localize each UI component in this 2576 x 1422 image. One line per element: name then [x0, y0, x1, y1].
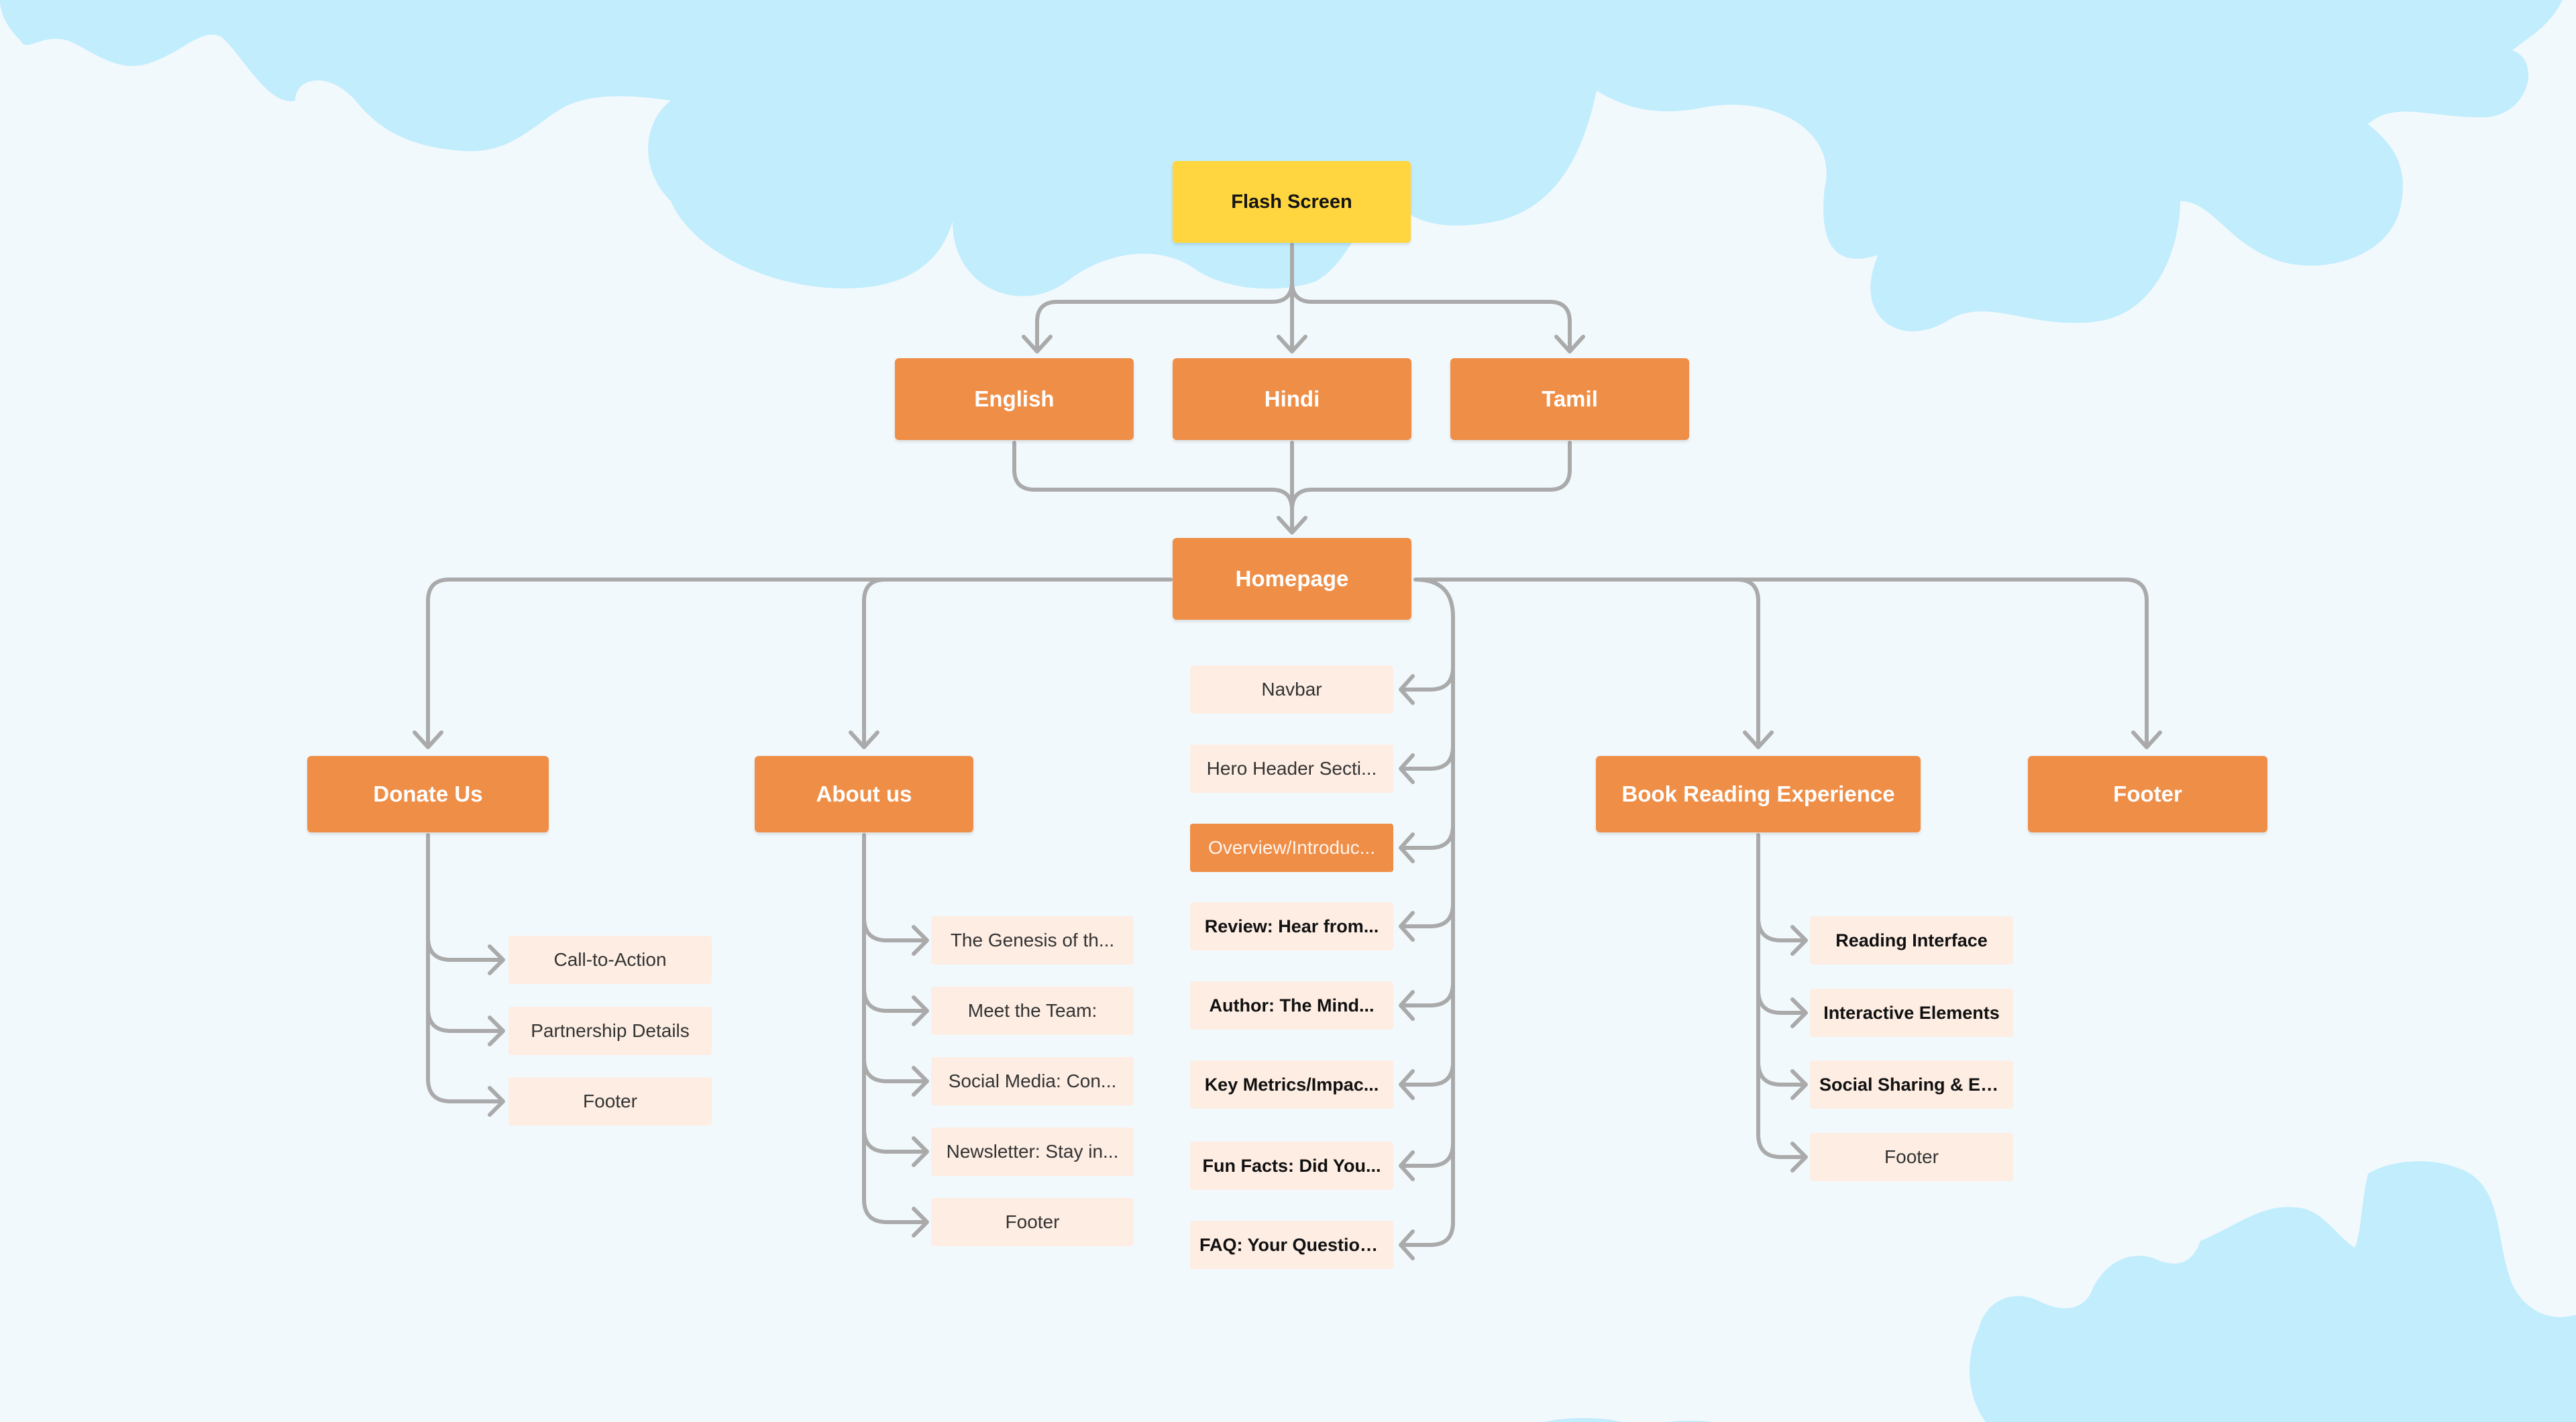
section-label: Overview/Introduc...: [1208, 837, 1375, 858]
child-label: Interactive Elements: [1823, 1002, 2000, 1023]
branch-label: Book Reading Experience: [1621, 781, 1895, 806]
homepage-section-fun-facts[interactable]: Fun Facts: Did You...: [1190, 1142, 1393, 1190]
child-label: Meet the Team:: [967, 1000, 1097, 1021]
connector-languages-to-homepage: [1012, 441, 1572, 535]
section-label: Key Metrics/Impac...: [1204, 1074, 1379, 1095]
section-label: Fun Facts: Did You...: [1202, 1155, 1381, 1176]
language-node-tamil[interactable]: Tamil: [1450, 358, 1689, 440]
about-child-newsletter[interactable]: Newsletter: Stay in...: [931, 1128, 1134, 1176]
homepage-section-review[interactable]: Review: Hear from...: [1190, 902, 1393, 950]
homepage-section-overview[interactable]: Overview/Introduc...: [1190, 824, 1393, 872]
connector-homepage-to-branches: [413, 578, 2162, 749]
bottom-cloud-shape: [1970, 1161, 2576, 1422]
donate-child-partnership-details[interactable]: Partnership Details: [508, 1007, 712, 1055]
book-reading-experience-node[interactable]: Book Reading Experience: [1596, 756, 1921, 832]
about-child-social-media[interactable]: Social Media: Con...: [931, 1057, 1134, 1105]
connector-donate-children: [426, 833, 505, 1117]
language-label: English: [974, 386, 1055, 411]
about-child-genesis[interactable]: The Genesis of th...: [931, 916, 1134, 965]
branch-label: Donate Us: [373, 781, 483, 806]
homepage-section-author[interactable]: Author: The Mind...: [1190, 981, 1393, 1030]
connector-about-children: [862, 833, 929, 1238]
flash-screen-node[interactable]: Flash Screen: [1173, 161, 1411, 243]
child-label: The Genesis of th...: [950, 930, 1115, 950]
branch-label: About us: [816, 781, 912, 806]
connector-homepage-sections: [1399, 578, 1455, 1260]
homepage-section-navbar[interactable]: Navbar: [1190, 665, 1393, 714]
homepage-section-hero-header[interactable]: Hero Header Secti...: [1190, 745, 1393, 793]
about-child-footer[interactable]: Footer: [931, 1198, 1134, 1246]
homepage-section-key-metrics[interactable]: Key Metrics/Impac...: [1190, 1060, 1393, 1109]
language-label: Tamil: [1542, 386, 1598, 411]
footer-node[interactable]: Footer: [2028, 756, 2267, 832]
child-label: Footer: [1884, 1146, 1939, 1167]
language-node-hindi[interactable]: Hindi: [1173, 358, 1411, 440]
donate-child-footer[interactable]: Footer: [508, 1077, 712, 1126]
section-label: Navbar: [1261, 679, 1322, 700]
about-us-node[interactable]: About us: [755, 756, 973, 832]
child-label: Footer: [1005, 1211, 1060, 1232]
connector-root-to-languages: [1022, 243, 1585, 353]
language-node-english[interactable]: English: [895, 358, 1134, 440]
about-child-meet-the-team[interactable]: Meet the Team:: [931, 987, 1134, 1035]
homepage-label: Homepage: [1235, 566, 1349, 591]
child-label: Newsletter: Stay in...: [946, 1141, 1119, 1162]
homepage-node[interactable]: Homepage: [1173, 538, 1411, 620]
bottom-cloud-puff: [1544, 1418, 1622, 1422]
book-child-interactive-elements[interactable]: Interactive Elements: [1810, 989, 2013, 1037]
section-label: Hero Header Secti...: [1206, 758, 1377, 779]
child-label: Reading Interface: [1835, 930, 1988, 950]
donate-us-node[interactable]: Donate Us: [307, 756, 549, 832]
child-label: Footer: [583, 1091, 637, 1111]
section-label: Author: The Mind...: [1209, 995, 1375, 1016]
homepage-section-faq[interactable]: FAQ: Your Question...: [1190, 1221, 1393, 1269]
section-label: FAQ: Your Question...: [1199, 1234, 1387, 1255]
child-label: Social Media: Con...: [948, 1071, 1117, 1091]
child-label: Call-to-Action: [553, 949, 667, 970]
book-child-reading-interface[interactable]: Reading Interface: [1810, 916, 2013, 965]
language-label: Hindi: [1264, 386, 1320, 411]
child-label: Social Sharing & En...: [1819, 1074, 2007, 1095]
section-label: Review: Hear from...: [1204, 916, 1379, 936]
book-child-social-sharing[interactable]: Social Sharing & En...: [1810, 1060, 2013, 1109]
child-label: Partnership Details: [531, 1020, 690, 1041]
donate-child-call-to-action[interactable]: Call-to-Action: [508, 936, 712, 984]
connector-book-children: [1756, 833, 1808, 1172]
book-child-footer[interactable]: Footer: [1810, 1133, 2013, 1181]
branch-label: Footer: [2113, 781, 2182, 806]
flash-screen-label: Flash Screen: [1231, 190, 1352, 213]
